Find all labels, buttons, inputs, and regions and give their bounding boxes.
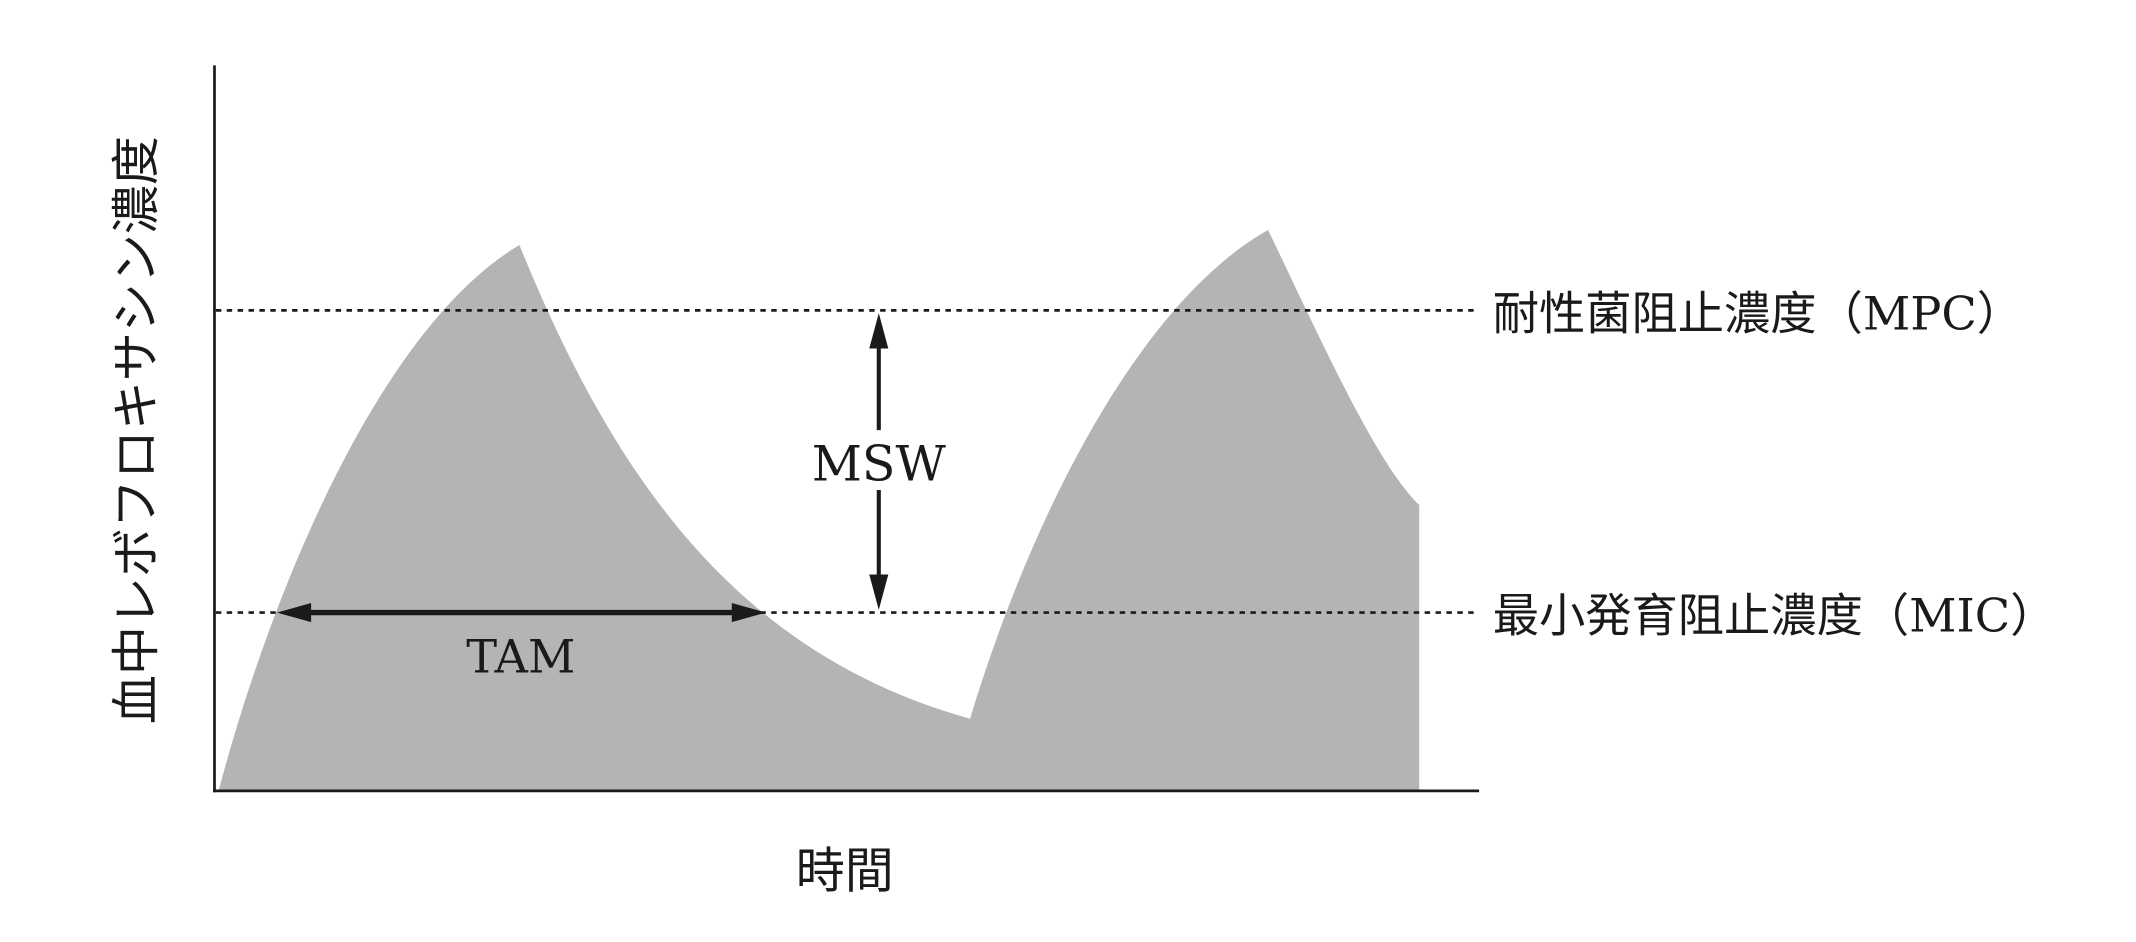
tam-label: TAM <box>466 629 575 683</box>
concentration-curve-area <box>218 230 1420 791</box>
tam-arrow <box>277 603 766 623</box>
msw-arrow <box>869 313 889 610</box>
mpc-label: 耐性菌阻止濃度（MPC） <box>1493 286 2023 340</box>
y-axis-label: 血中レボフロキサシン濃度 <box>108 136 165 724</box>
mic-label: 最小発育阻止濃度（MIC） <box>1493 589 2057 643</box>
msw-label: MSW <box>812 436 947 493</box>
x-axis-label: 時間 <box>796 843 894 900</box>
